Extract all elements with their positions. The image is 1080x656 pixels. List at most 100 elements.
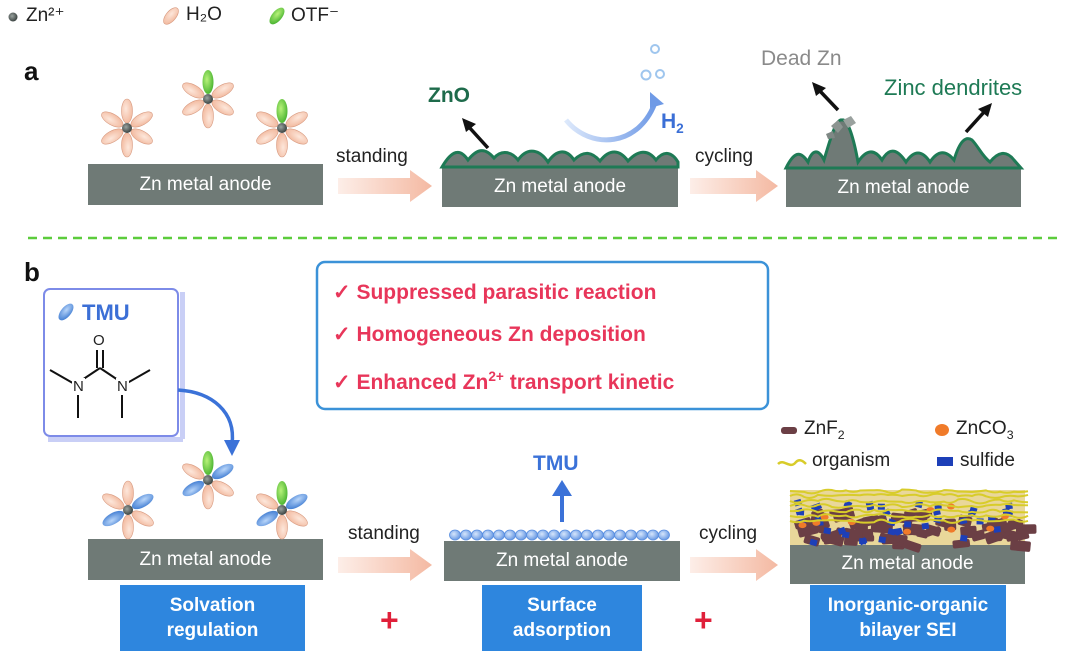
surface-adsorption-box: Surface adsorption (482, 585, 642, 651)
legend-zn-label: Zn²⁺ (26, 5, 65, 26)
zno-callout-arrow (466, 124, 490, 150)
sulfide-particle (904, 521, 912, 528)
znf2-particle (916, 528, 929, 539)
h2-label: H2 (661, 110, 684, 137)
standing-arrow-a (338, 170, 432, 202)
adsorbed-tmu-bead (460, 529, 472, 541)
sulfide-particle (959, 534, 968, 542)
cycling-label-b: cycling (699, 523, 758, 544)
sulfide-legend-icon (937, 457, 953, 466)
zn-ion (203, 475, 213, 485)
adsorbed-tmu-bead (625, 529, 637, 541)
zn-ion (277, 505, 287, 515)
tmu-molecule-icon (58, 303, 74, 321)
water-molecule (211, 82, 234, 99)
anode-a1 (88, 164, 323, 205)
solvated-zn-cluster (256, 99, 308, 158)
tmu-molecule (256, 510, 279, 527)
bilayer-sei-box: Inorganic-organic bilayer SEI (810, 585, 1006, 651)
nitrogen-atom-right: N (116, 378, 129, 395)
znco3-particle (986, 525, 995, 532)
sulfide-particle (823, 527, 832, 535)
sulfide-particle (893, 527, 902, 535)
znco3-particle (947, 526, 956, 533)
water-molecule (256, 493, 279, 510)
adsorbed-tmu-bead (537, 529, 549, 541)
adsorbed-tmu-bead (548, 529, 560, 541)
adsorbed-tmu-bead (515, 529, 527, 541)
adsorbed-tmu-bead (559, 529, 571, 541)
tmu-adsorption-layer (449, 529, 670, 541)
znf2-particle (822, 530, 841, 545)
tmu-molecule (102, 510, 125, 527)
adsorbed-tmu-bead (493, 529, 505, 541)
dead-zn-fragment (843, 116, 856, 128)
zn-ion-icon (8, 12, 18, 22)
sulfide-particle (993, 526, 1001, 533)
benefits-list: ✓ Suppressed parasitic reaction ✓ Homoge… (333, 272, 763, 404)
adsorbed-tmu-bead (647, 529, 659, 541)
sulfide-particle (878, 536, 887, 544)
adsorbed-tmu-bead (449, 529, 461, 541)
solvation-clusters-a (101, 70, 308, 158)
znf2-particle (960, 525, 977, 537)
dead-zn-fragment (826, 131, 835, 139)
solvated-zn-cluster (182, 451, 234, 510)
znf2-label: ZnF2 (804, 418, 845, 442)
tmu-addition-arrow (177, 388, 235, 445)
water-molecule (256, 111, 279, 128)
adsorbed-tmu-bead (658, 529, 670, 541)
cycling-arrow-a (690, 170, 778, 202)
organism-strand (789, 502, 1029, 509)
sulfide-particle (809, 538, 818, 547)
panel-b-letter: b (24, 257, 40, 287)
adsorbed-tmu-bead (614, 529, 626, 541)
organism-label: organism (812, 450, 891, 471)
dendrite-callout-arrow (964, 109, 987, 134)
solvation-clusters-b (102, 451, 308, 540)
adsorbed-tmu-bead (504, 529, 516, 541)
otf-anion (202, 70, 214, 94)
water-molecule (285, 510, 308, 527)
dead-zn-fragment (831, 120, 843, 133)
standing-arrow-b (338, 549, 432, 581)
znf2-legend-icon (781, 427, 797, 434)
znf2-particle (862, 528, 874, 540)
cycling-label-a: cycling (695, 146, 754, 167)
znf2-particle (1010, 539, 1031, 552)
water-molecule (202, 484, 214, 510)
znco3-particle (798, 522, 807, 529)
zn-ion (123, 505, 133, 515)
benefits-box (315, 260, 770, 411)
znf2-particle (862, 514, 880, 527)
h2-evolution-arrow (564, 99, 659, 143)
organism-strand (789, 508, 1029, 514)
adsorbed-tmu-bead (592, 529, 604, 541)
anode-a3-label: Zn metal anode (837, 177, 970, 198)
tmu-molecule (131, 493, 154, 510)
h2-bubble (650, 44, 660, 54)
organism-strand (789, 488, 1029, 495)
znco3-legend-icon (935, 424, 949, 436)
sulfide-particle (858, 537, 868, 546)
adsorbed-tmu-bead (482, 529, 494, 541)
tmu-desorb-label: TMU (533, 452, 579, 475)
solvated-zn-cluster (256, 481, 308, 540)
otf-anion (202, 451, 214, 475)
water-molecule-icon (163, 7, 179, 25)
zn-ion (203, 94, 213, 104)
legend-water-label: H₂O (186, 4, 222, 25)
organism-legend-icon (777, 459, 807, 467)
h2-bubble (655, 69, 665, 79)
sulfide-particle (887, 528, 896, 536)
znco3-label: ZnCO3 (956, 418, 1014, 442)
solvation-regulation-box: Solvation regulation (120, 585, 305, 651)
nitrogen-atom-left: N (72, 378, 85, 395)
benefit-item: ✓ Enhanced Zn2+ transport kinetic (333, 369, 675, 394)
tmu-title: TMU (82, 300, 130, 325)
adsorbed-tmu-bead (471, 529, 483, 541)
znf2-particle (925, 526, 942, 537)
water-molecule (121, 132, 133, 158)
organism-strand (789, 513, 1029, 519)
adsorbed-tmu-bead (581, 529, 593, 541)
